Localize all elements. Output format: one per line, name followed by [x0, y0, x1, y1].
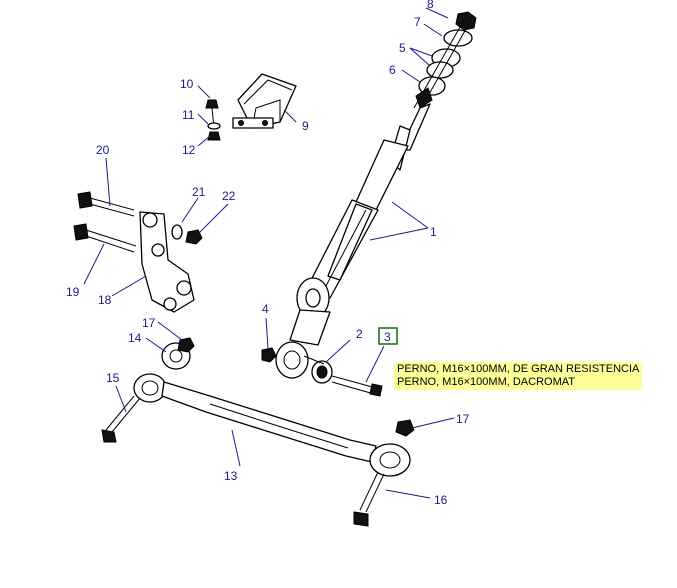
callout-19[interactable]: 19: [66, 285, 80, 299]
callout-9[interactable]: 9: [302, 119, 309, 133]
callout-4[interactable]: 4: [262, 302, 269, 316]
callouts: 8 7 5 6 9 10 11 12 1 2 4 20 21 22 19 18 …: [66, 0, 470, 507]
tooltip-line-1: PERNO, M16×100MM, DE GRAN RESISTENCIA: [397, 363, 640, 375]
callout-18[interactable]: 18: [98, 293, 112, 307]
callout-7[interactable]: 7: [414, 15, 421, 29]
callout-11[interactable]: 11: [182, 108, 195, 122]
callout-13[interactable]: 13: [224, 469, 238, 483]
bushing-assembly: [161, 337, 195, 370]
mount-bracket: [232, 73, 297, 129]
small-bolt-set: [205, 99, 221, 141]
callout-16[interactable]: 16: [434, 493, 448, 507]
callout-15[interactable]: 15: [106, 371, 120, 385]
selected-callout-box: [378, 327, 398, 345]
part-tooltip: PERNO, M16×100MM, DE GRAN RESISTENCIA PE…: [394, 362, 642, 390]
callout-22[interactable]: 22: [222, 189, 236, 203]
callout-21[interactable]: 21: [192, 185, 206, 199]
callout-1[interactable]: 1: [430, 225, 437, 239]
torque-rod: [261, 103, 431, 397]
callout-3[interactable]: 3: [384, 330, 391, 344]
callout-17[interactable]: 17: [456, 412, 470, 426]
callout-6[interactable]: 6: [389, 63, 396, 77]
leader-lines: [83, 7, 455, 499]
callout-10[interactable]: 10: [180, 77, 194, 91]
callout-20[interactable]: 20: [96, 143, 110, 157]
callout-17[interactable]: 17: [142, 316, 156, 330]
callout-12[interactable]: 12: [182, 143, 196, 157]
tooltip-line-2: PERNO, M16×100MM, DACROMAT: [397, 376, 575, 388]
callout-8[interactable]: 8: [427, 0, 434, 11]
lower-rod: [101, 373, 415, 527]
callout-5[interactable]: 5: [399, 41, 406, 55]
bracket-assembly: [73, 191, 203, 313]
top-fastener-stack: [413, 11, 477, 111]
callout-2[interactable]: 2: [356, 327, 363, 341]
callout-14[interactable]: 14: [128, 331, 142, 345]
